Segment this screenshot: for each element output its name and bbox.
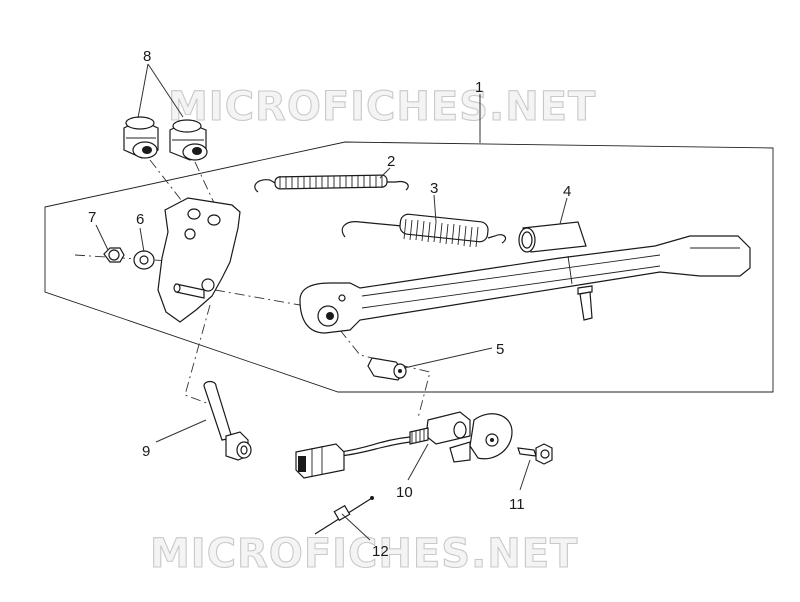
mounting-bracket xyxy=(157,197,241,323)
callout-1: 1 xyxy=(475,79,483,96)
callout-8: 8 xyxy=(143,48,151,65)
part-2-spring xyxy=(254,174,409,193)
leader-9 xyxy=(155,419,207,443)
leader-8 xyxy=(137,63,184,119)
part-8-bushings xyxy=(123,116,208,161)
callout-10: 10 xyxy=(396,484,413,501)
bushing-left xyxy=(123,116,159,159)
axis-nut xyxy=(74,254,186,263)
callout-3: 3 xyxy=(430,180,438,197)
callout-5: 5 xyxy=(496,341,504,358)
leader-7 xyxy=(95,224,109,251)
leader-6 xyxy=(139,227,145,253)
leader-5 xyxy=(403,347,493,369)
part-3-spring xyxy=(341,213,507,248)
assembly-outline xyxy=(44,141,774,393)
watermark-top: MICROFICHES.NET xyxy=(168,84,596,130)
leader-2 xyxy=(379,167,391,179)
part-6-washer xyxy=(133,250,155,270)
side-stand-leg xyxy=(299,235,751,334)
callout-9: 9 xyxy=(142,443,150,460)
part-10-stand-switch xyxy=(295,411,513,479)
callout-2: 2 xyxy=(387,153,395,170)
part-12-cable-tie xyxy=(314,496,374,535)
watermark-bottom: MICROFICHES.NET xyxy=(150,531,578,577)
part-9-pivot-bolt xyxy=(203,380,252,461)
axis-pin xyxy=(339,329,381,361)
callout-12: 12 xyxy=(372,543,389,560)
callout-7: 7 xyxy=(88,209,96,226)
callout-11: 11 xyxy=(509,496,525,513)
callout-4: 4 xyxy=(563,183,571,200)
part-7-nut xyxy=(103,247,125,263)
axis-bushing-right xyxy=(194,161,216,206)
axis-stand-pivot xyxy=(214,289,301,306)
part-4-sleeve xyxy=(518,221,587,253)
axis-switch xyxy=(399,364,431,419)
axis-bushing-left xyxy=(149,159,186,206)
leader-11 xyxy=(519,459,531,491)
part-5-pin xyxy=(367,357,407,381)
part-11-screw xyxy=(517,443,553,465)
leader-12 xyxy=(341,513,371,541)
leader-10 xyxy=(407,443,429,481)
bushing-right xyxy=(169,119,208,161)
leader-3 xyxy=(433,194,437,223)
callout-6: 6 xyxy=(136,211,144,228)
leader-4 xyxy=(559,197,568,225)
